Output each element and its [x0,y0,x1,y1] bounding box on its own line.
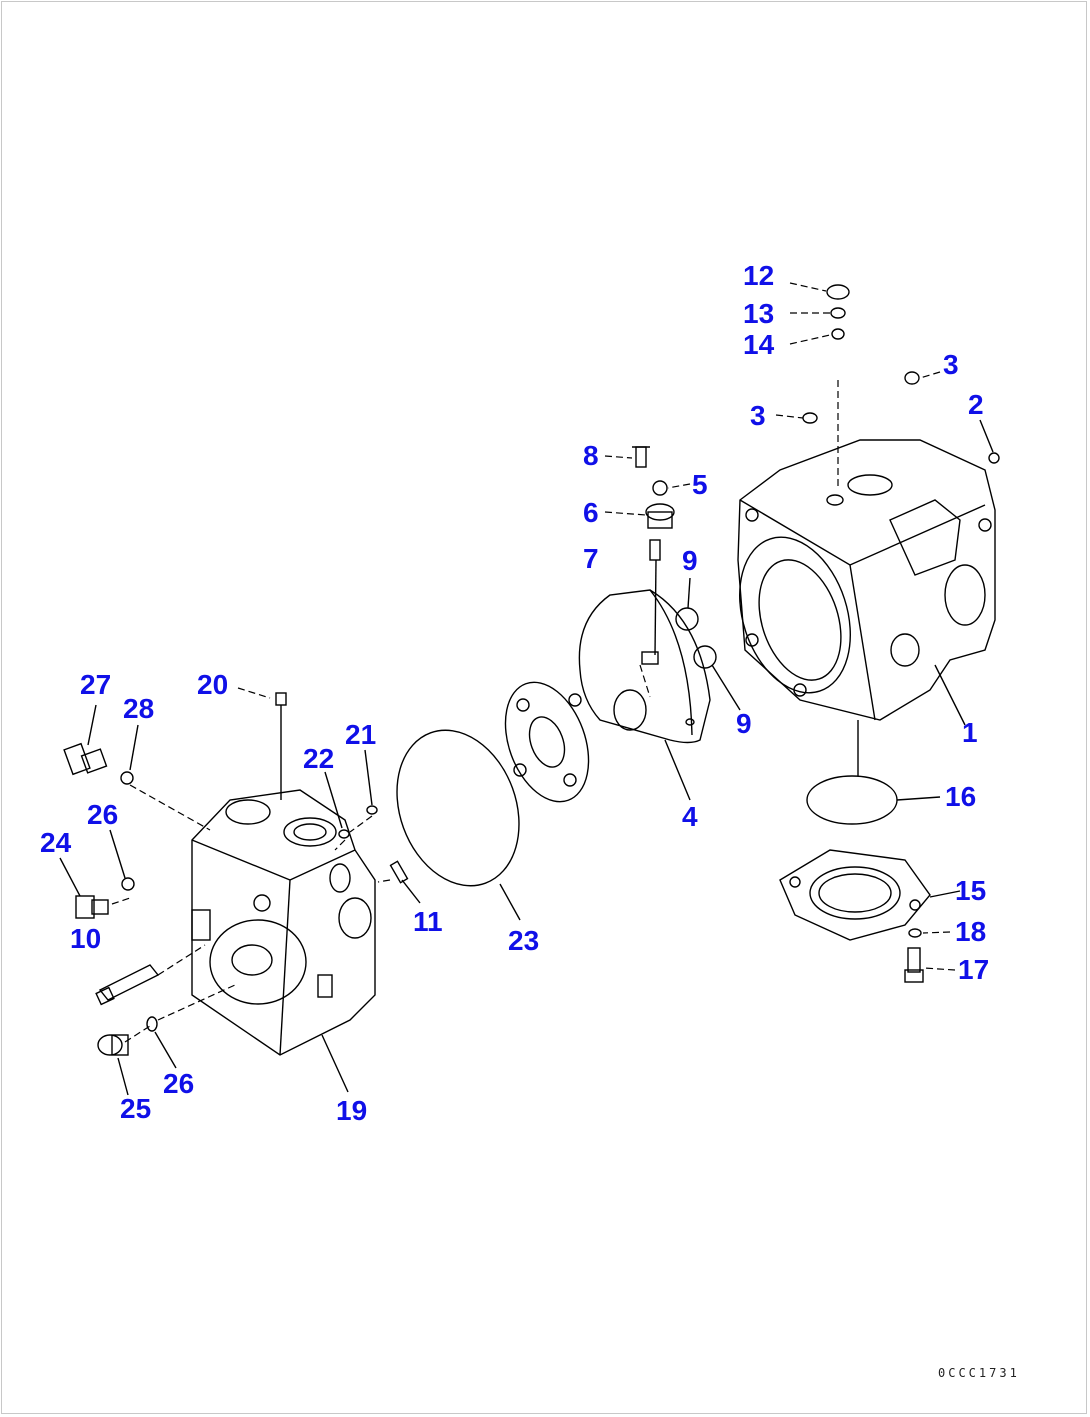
part-23-gasket [396,729,520,887]
callout-22: 22 [303,743,334,774]
part-16-o-ring [806,775,898,825]
part-13-o-ring [830,307,846,319]
callout-26-lower: 26 [163,1068,194,1099]
callout-4: 4 [682,801,698,832]
callout-12: 12 [743,260,774,291]
part-26-o-ring-upper [121,877,135,891]
callout-16: 16 [945,781,976,812]
callout-18: 18 [955,916,986,947]
leader-lines [59,282,994,1096]
valve-plate [504,681,590,803]
part-15-flange [779,849,931,941]
part-28-o-ring [120,771,134,785]
callout-labels: 12 13 14 3 3 2 8 5 6 7 9 9 1 16 4 15 18 … [40,260,989,1126]
part-22-plug [338,829,350,839]
part-20-screw [275,692,287,706]
callout-25: 25 [120,1093,151,1124]
part-8-screw [632,446,650,468]
callout-23: 23 [508,925,539,956]
part-9-ball-upper [675,607,699,631]
part-3-plug-top [904,371,920,385]
part-17-bolt [904,947,924,983]
callout-27: 27 [80,669,111,700]
callout-3-side: 3 [750,400,766,431]
callout-7: 7 [583,543,599,574]
callout-14: 14 [743,329,775,360]
part-21-plug [366,805,378,815]
callout-9-upper: 9 [682,545,698,576]
part-27-plug [63,742,108,776]
part-6-fitting [645,503,675,529]
part-10-bolt [95,964,160,1006]
callout-3-top: 3 [943,349,959,380]
callout-20: 20 [197,669,228,700]
part-11-pin [389,860,409,884]
callout-28: 28 [123,693,154,724]
part-2-plug [988,452,1000,464]
callout-26-upper: 26 [87,799,118,830]
part-18-washer [908,928,922,938]
callout-9-lower: 9 [736,708,752,739]
part-19-valve-body [191,789,376,1056]
part-24-plug [75,895,109,919]
part-25-plug [97,1034,129,1056]
callout-8: 8 [583,440,599,471]
callout-6: 6 [583,497,599,528]
part-1-pump-housing [737,439,996,721]
part-26-o-ring-lower [146,1016,158,1032]
callout-1: 1 [962,717,978,748]
part-7-pin [649,539,661,561]
callout-19: 19 [336,1095,367,1126]
callout-5: 5 [692,469,708,500]
callout-2: 2 [968,389,984,420]
callout-11: 11 [413,906,443,937]
callout-15: 15 [955,875,986,906]
part-5-o-ring [652,480,668,496]
part-12-plug [826,284,850,300]
callout-13: 13 [743,298,774,329]
part-3-plug-side [802,412,818,424]
part-4-end-cover [578,589,711,744]
assembly-lines [111,380,859,1043]
callout-21: 21 [345,719,376,750]
callout-24: 24 [40,827,72,858]
part-9-ball-lower [693,645,717,669]
callout-17: 17 [958,954,989,985]
part-14-spring [831,328,845,340]
drawing-code: 0CCC1731 [938,1366,1020,1380]
callout-10: 10 [70,923,101,954]
